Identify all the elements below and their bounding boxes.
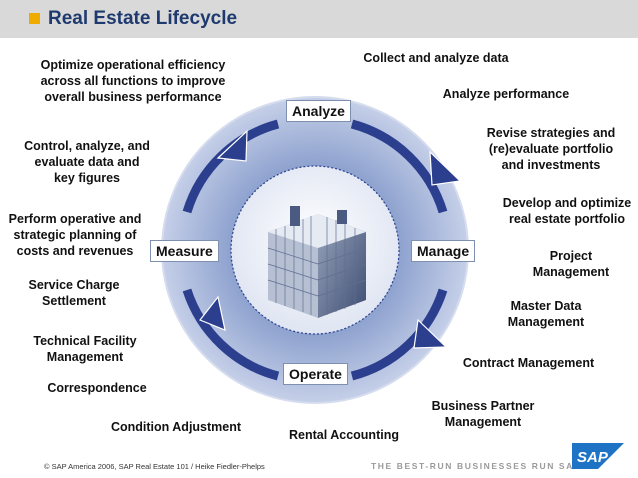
header-bar xyxy=(0,0,638,38)
arrowhead-right-bottom xyxy=(413,318,448,349)
label-technical-facility: Technical Facility Management xyxy=(33,334,137,364)
building-illustration xyxy=(267,206,367,318)
footer-tagline: THE BEST-RUN BUSINESSES RUN SAP™ xyxy=(371,461,588,471)
label-project-management: Project Management xyxy=(532,249,610,279)
arrowhead-left-bottom xyxy=(199,295,226,331)
label-develop-optimize: Develop and optimize real estate portfol… xyxy=(502,196,632,226)
sap-logo: SAP xyxy=(572,443,624,469)
label-optimize-efficiency: Optimize operational efficiency across a… xyxy=(40,58,226,104)
stage-measure: Measure xyxy=(150,240,219,262)
label-analyze-performance: Analyze performance xyxy=(442,87,570,101)
footer-copyright: © SAP America 2006, SAP Real Estate 101 … xyxy=(44,462,265,471)
label-contract-management: Contract Management xyxy=(462,356,595,370)
label-rental-accounting: Rental Accounting xyxy=(289,428,399,442)
stage-analyze: Analyze xyxy=(286,100,351,122)
label-collect-analyze: Collect and analyze data xyxy=(363,51,509,65)
label-correspondence: Correspondence xyxy=(47,381,147,395)
arrow-operate-to-measure xyxy=(182,288,280,381)
label-master-data: Master Data Management xyxy=(507,299,585,329)
page-title: Real Estate Lifecycle xyxy=(48,8,238,29)
label-revise-strategies: Revise strategies and (re)evaluate portf… xyxy=(486,126,616,172)
stage-operate: Operate xyxy=(283,363,348,385)
label-condition-adjustment: Condition Adjustment xyxy=(110,420,242,434)
label-business-partner: Business Partner Management xyxy=(431,399,535,429)
stage-manage: Manage xyxy=(411,240,476,262)
label-control-analyze: Control, analyze, and evaluate data and … xyxy=(24,139,150,185)
label-service-charge: Service Charge Settlement xyxy=(28,278,120,308)
sap-logo-text: SAP xyxy=(577,449,609,466)
arrow-analyze-to-manage xyxy=(350,119,448,214)
footer-tagline-text: THE BEST-RUN BUSINESSES RUN SAP xyxy=(371,461,582,471)
label-perform-operative: Perform operative and strategic planning… xyxy=(8,212,142,258)
arrow-manage-to-operate xyxy=(350,288,448,381)
arrowhead-left-top xyxy=(216,129,248,162)
header-accent-square xyxy=(29,13,40,24)
arrowhead-right-top xyxy=(429,150,462,186)
